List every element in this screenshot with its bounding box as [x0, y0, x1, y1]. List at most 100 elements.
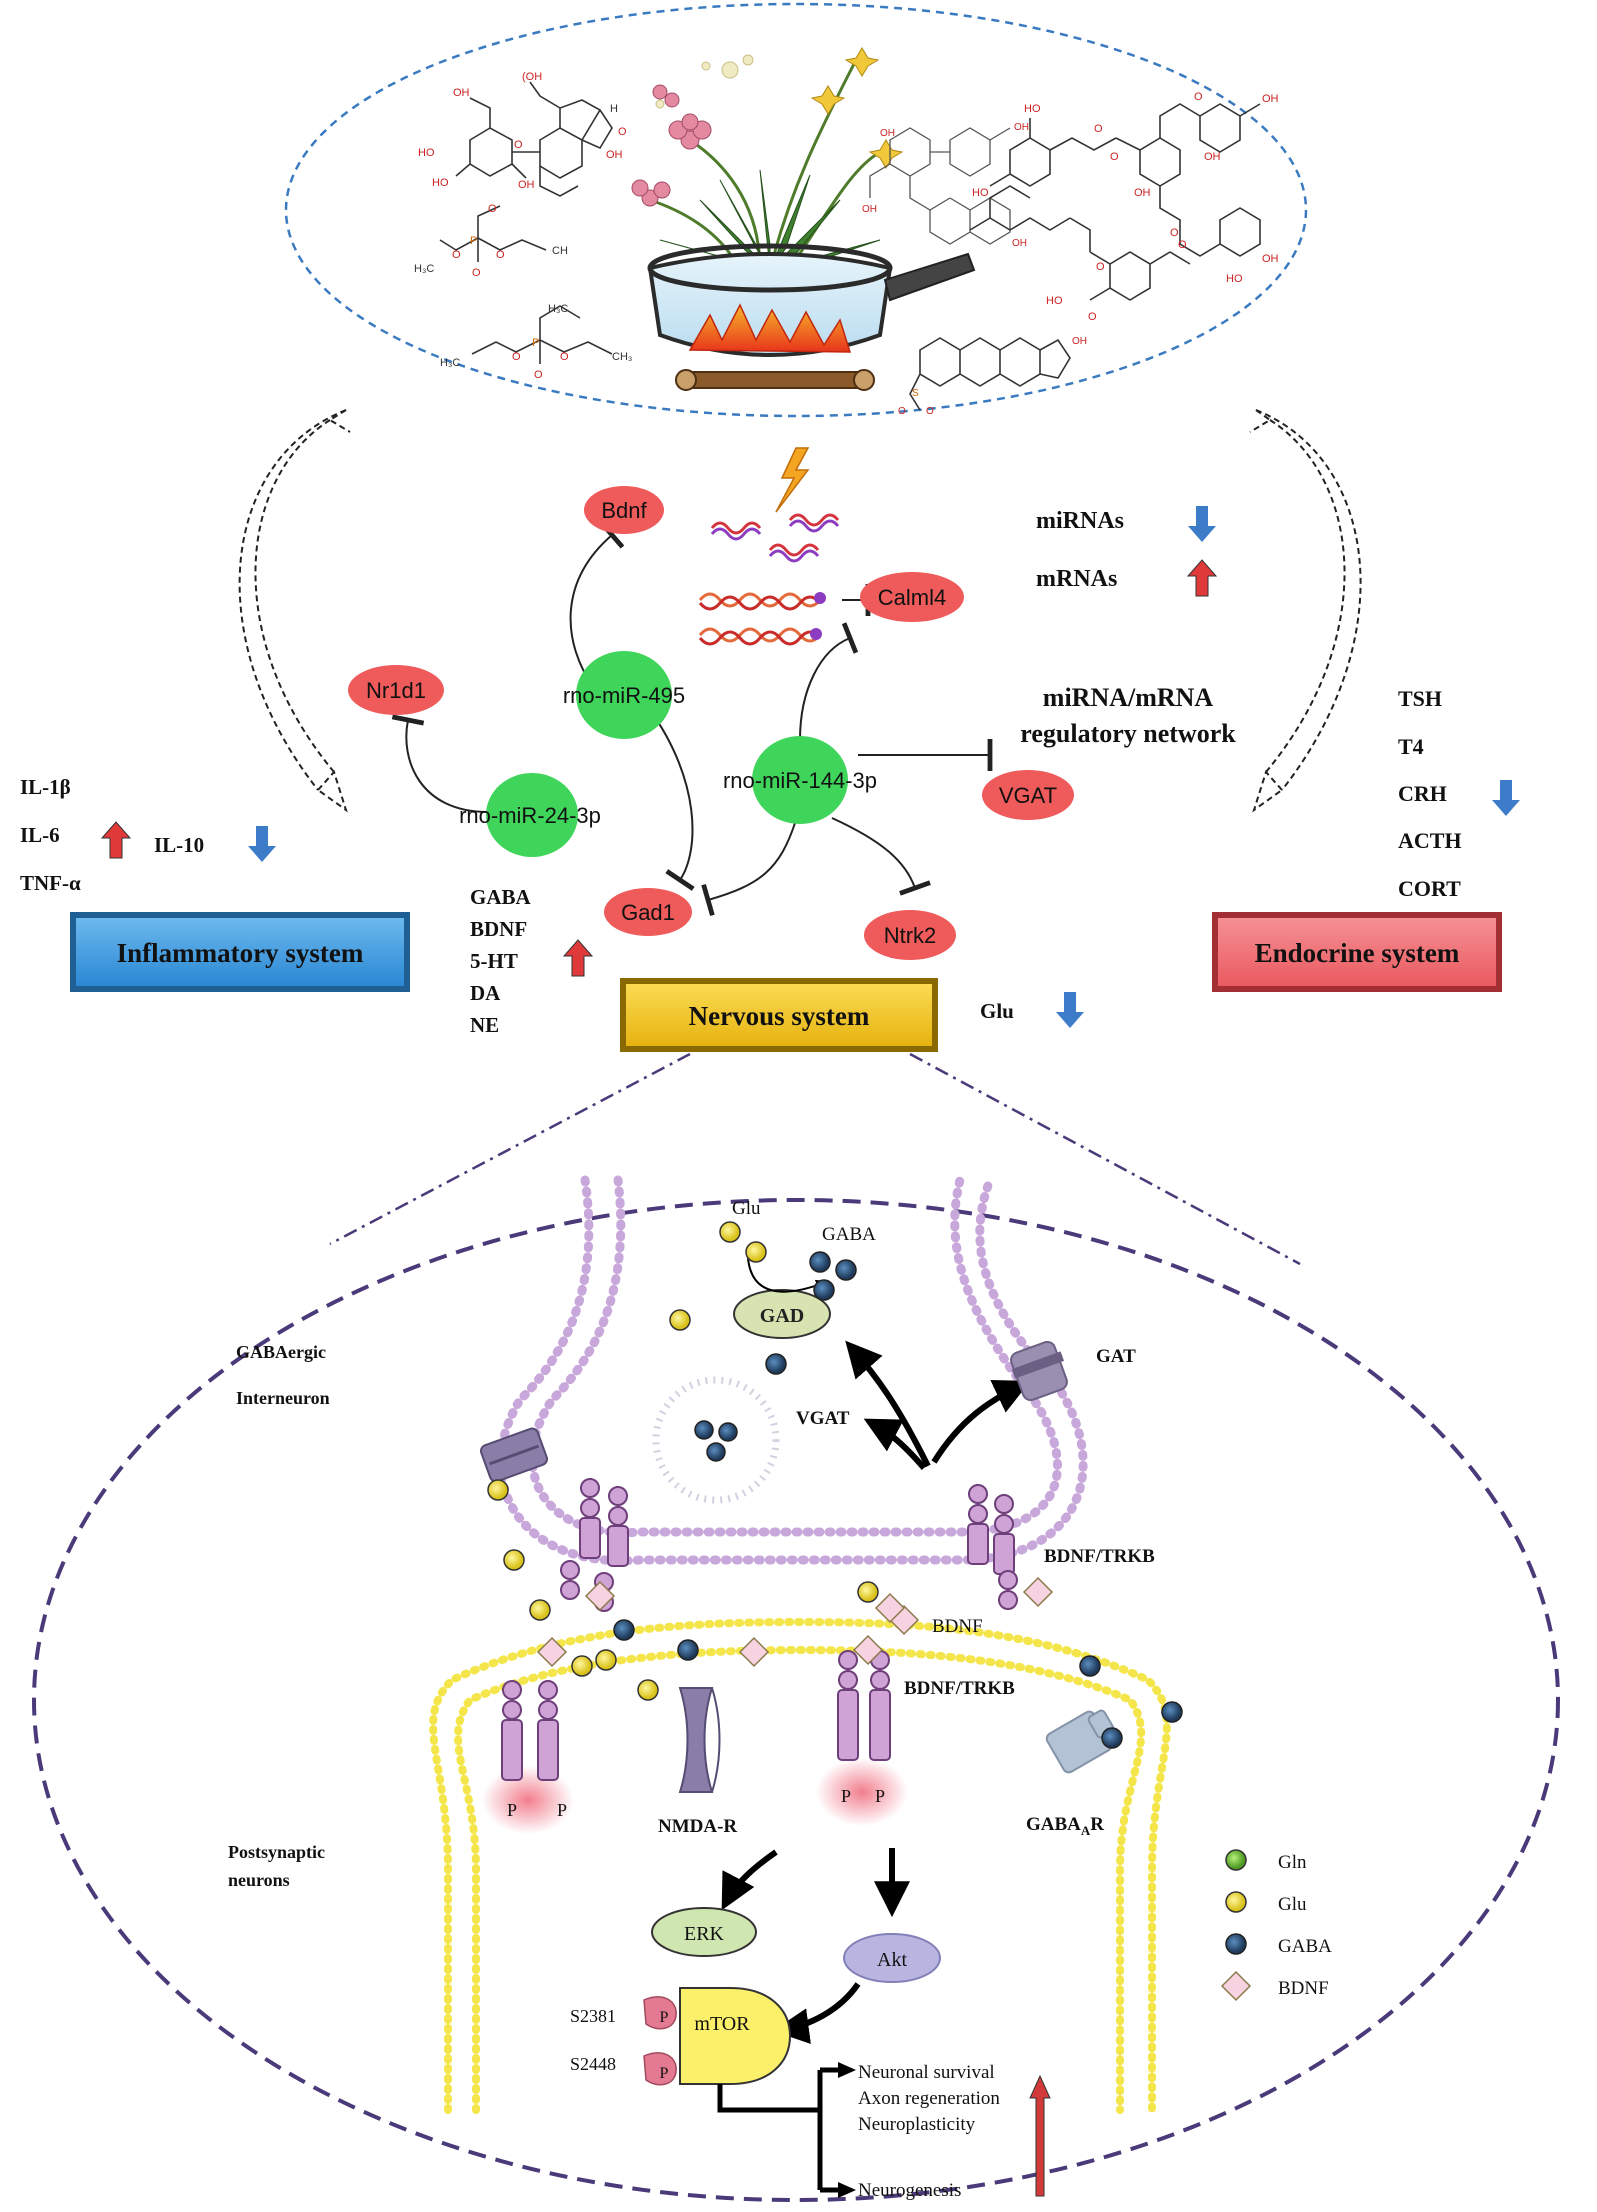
arrow-to-erk	[721, 1849, 778, 1911]
chemical-structure-phosphate-2	[471, 305, 613, 364]
outcome-list: Neuronal survival Axon regeneration Neur…	[858, 2062, 1000, 2201]
s2448-label: S2448	[570, 2054, 616, 2074]
gad-label: GAD	[760, 1305, 804, 1327]
node-calml4: Calml4	[860, 572, 964, 622]
svg-text:HO: HO	[1046, 295, 1063, 307]
bdnf-label: BDNF	[932, 1616, 983, 1637]
svg-text:O: O	[1088, 311, 1097, 323]
node-gad1-label: Gad1	[621, 900, 675, 925]
bdnf-molecules	[536, 1576, 1054, 1668]
svg-text:OH: OH	[518, 179, 535, 191]
postsyn-line2: neurons	[228, 1870, 290, 1890]
zoom-line-left	[329, 1052, 691, 1246]
molecule-legend: Gln Glu GABA BDNF	[1220, 1849, 1332, 2002]
s2381-label: S2381	[570, 2006, 616, 2026]
svg-text:CH: CH	[552, 245, 568, 257]
postsyn-line1: Postsynaptic	[228, 1842, 325, 1862]
legend-bdnf-icon	[1220, 1970, 1252, 2002]
node-ntrk2: Ntrk2	[864, 910, 956, 960]
presynaptic-channel	[480, 1427, 548, 1483]
outcome-up-arrow-icon	[1029, 2074, 1051, 2197]
p-label-2: P	[557, 1800, 567, 1820]
marker-il10: IL-10	[154, 833, 204, 857]
svg-text:HO: HO	[1024, 103, 1041, 115]
endocrine-down-arrow-icon	[1492, 780, 1520, 816]
left-curved-arrow	[238, 409, 351, 813]
node-bdnf-label: Bdnf	[601, 498, 647, 523]
chemical-structure-flavonoid	[869, 127, 1011, 245]
vgat-label: VGAT	[796, 1408, 850, 1429]
chemical-structure-phenylethanoid	[989, 103, 1261, 257]
mirna-duplex-icons	[698, 513, 840, 646]
svg-text:OH: OH	[1262, 93, 1279, 105]
svg-text:OH: OH	[862, 204, 877, 215]
arrow-to-gaba	[845, 1340, 931, 1468]
presynaptic-trkb-left	[560, 1478, 629, 1612]
postsynaptic-trkb-right: P P	[816, 1650, 908, 1826]
svg-text:O: O	[534, 369, 543, 381]
gabaar-label: GABAAR	[1026, 1814, 1104, 1838]
inflammatory-up-arrow-icon	[100, 821, 132, 859]
lightning-bolt-icon	[775, 447, 810, 513]
legend-glu-label: Glu	[1278, 1894, 1307, 1915]
node-mir495: rno-miR-495	[563, 651, 685, 739]
svg-text:OH: OH	[1014, 122, 1029, 133]
marker-5ht: 5-HT	[470, 949, 518, 973]
node-bdnf: Bdnf	[584, 486, 664, 534]
svg-text:O: O	[1094, 123, 1103, 135]
svg-text:OH: OH	[1012, 238, 1027, 249]
erk-label: ERK	[684, 1923, 725, 1945]
outcome-neuronal-survival: Neuronal survival	[858, 2062, 995, 2083]
interneuron-line1: GABAergic	[236, 1342, 326, 1362]
chemical-labels-glycoside: OH HO HO OH (OH H O OH O	[418, 71, 627, 191]
outcome-axon-regeneration: Axon regeneration	[858, 2088, 1000, 2109]
svg-text:O: O	[898, 406, 906, 417]
legend-gaba-label: GABA	[1278, 1936, 1332, 1957]
edge-mir144-calml4	[799, 622, 859, 741]
edge-mir495-gad1	[649, 709, 695, 891]
nervous-system-label: Nervous system	[689, 1001, 870, 1031]
chemical-structure-phthalate	[969, 185, 1191, 301]
zoom-line-right	[909, 1052, 1301, 1266]
cooking-pot-illustration	[647, 243, 976, 391]
svg-text:HO: HO	[1226, 273, 1243, 285]
edge-mir144-ntrk2	[831, 817, 931, 896]
svg-text:O: O	[472, 267, 481, 279]
outcome-neurogenesis: Neurogenesis	[858, 2180, 961, 2201]
nmda-label: NMDA-R	[658, 1816, 737, 1837]
mirna-mrna-network: Bdnf Calml4 Nr1d1 VGAT Gad1 Ntrk2 rno-mi…	[348, 486, 1074, 960]
interneuron-line2: Interneuron	[236, 1388, 330, 1408]
legend-gaba-icon	[1225, 1933, 1247, 1955]
mrnas-up-arrow-icon	[1186, 559, 1218, 597]
arrow-to-gat	[931, 1379, 1031, 1464]
mrnas-label: mRNAs	[1036, 566, 1117, 592]
svg-text:OH: OH	[1134, 187, 1151, 199]
svg-text:H₃C: H₃C	[548, 303, 568, 315]
svg-text:O: O	[1170, 227, 1179, 239]
node-vgat: VGAT	[982, 770, 1074, 820]
mtor-label: mTOR	[694, 2013, 750, 2035]
node-calml4-label: Calml4	[878, 585, 946, 610]
node-gad1: Gad1	[604, 888, 692, 936]
outcome-neuroplasticity: Neuroplasticity	[858, 2114, 976, 2135]
svg-text:O: O	[1194, 91, 1203, 103]
svg-text:HO: HO	[418, 147, 435, 159]
marker-cort: CORT	[1398, 876, 1461, 901]
node-ntrk2-label: Ntrk2	[884, 923, 937, 948]
svg-text:S: S	[912, 388, 919, 399]
marker-glu: Glu	[980, 999, 1014, 1023]
node-mir24: rno-miR-24-3p	[459, 773, 601, 857]
p-label-mtor-1: P	[660, 2009, 669, 2026]
svg-text:O: O	[514, 139, 523, 151]
svg-text:OH: OH	[1072, 336, 1087, 347]
chemical-structure-phosphate-1	[439, 205, 547, 262]
svg-text:O: O	[1096, 261, 1105, 273]
inflammatory-system-box: Inflammatory system	[70, 912, 410, 992]
marker-acth: ACTH	[1398, 828, 1462, 853]
marker-crh: CRH	[1398, 781, 1447, 806]
gaba-molecules	[613, 1251, 1183, 1749]
gabaar-label-main: GABA	[1026, 1814, 1081, 1835]
marker-tnfa: TNF-α	[20, 871, 81, 895]
network-legend: miRNAs mRNAs miRNA/mRNA regulatory netwo…	[1020, 506, 1236, 748]
node-nr1d1-label: Nr1d1	[366, 678, 426, 703]
